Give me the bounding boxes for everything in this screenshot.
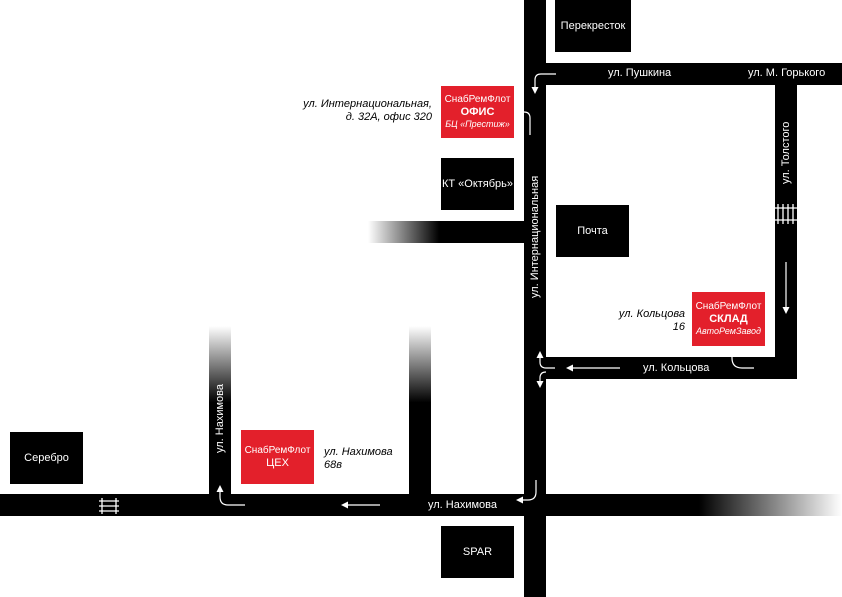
street-label-nakhimova-vertical: ул. Нахимова bbox=[214, 383, 226, 453]
workshop-address: ул. Нахимова 68в bbox=[324, 446, 393, 472]
office-brand: СнабРемФлот bbox=[444, 94, 511, 105]
poi-pochta: Почта bbox=[556, 205, 629, 257]
poi-spar: SPAR bbox=[441, 526, 514, 578]
internatsionalnaya-road bbox=[524, 0, 546, 597]
street-label-gorkogo: ул. М. Горького bbox=[748, 67, 826, 79]
street-label-koltsova: ул. Кольцова bbox=[643, 362, 710, 374]
koltsova-road bbox=[524, 357, 797, 379]
side-road-west bbox=[368, 221, 526, 243]
warehouse-type: СКЛАД bbox=[709, 313, 748, 325]
side-road-vertical bbox=[409, 326, 431, 496]
warehouse-address-line2: 16 bbox=[672, 321, 685, 333]
street-label-pushkina: ул. Пушкина bbox=[608, 67, 672, 79]
warehouse-sub: АвтоРемЗавод bbox=[696, 326, 761, 336]
street-label-nakhimova: ул. Нахимова bbox=[428, 499, 498, 511]
warehouse-marker[interactable]: СнабРемФлот СКЛАД АвтоРемЗавод bbox=[692, 292, 765, 346]
workshop-address-line2: 68в bbox=[324, 459, 342, 471]
nakhimova-road-east bbox=[524, 494, 842, 516]
nakhimova-road-vertical bbox=[209, 326, 231, 496]
workshop-brand: СнабРемФлот bbox=[244, 445, 311, 456]
warehouse-address-line1: ул. Кольцова bbox=[618, 308, 685, 320]
workshop-marker[interactable]: СнабРемФлот ЦЕХ bbox=[241, 430, 314, 484]
workshop-type: ЦЕХ bbox=[266, 457, 289, 469]
warehouse-brand: СнабРемФлот bbox=[695, 301, 762, 312]
poi-serebro: Серебро bbox=[10, 432, 83, 484]
office-type: ОФИС bbox=[460, 106, 495, 118]
pushkina-road bbox=[524, 63, 842, 85]
warehouse-address: ул. Кольцова 16 bbox=[590, 308, 685, 334]
office-address-line1: ул. Интернациональная, bbox=[303, 98, 432, 110]
office-address-line2: д. 32А, офис 320 bbox=[345, 111, 432, 123]
office-sub: БЦ «Престиж» bbox=[445, 119, 510, 129]
poi-perekrestok: Перекресток bbox=[555, 0, 631, 52]
office-address: ул. Интернациональная, д. 32А, офис 320 bbox=[280, 98, 432, 124]
poi-oktyabr: КТ «Октябрь» bbox=[441, 158, 514, 210]
office-marker[interactable]: СнабРемФлот ОФИС БЦ «Престиж» bbox=[441, 86, 514, 138]
street-label-tolstogo: ул. Толстого bbox=[780, 121, 792, 184]
tolstogo-road bbox=[775, 63, 797, 379]
street-label-internatsionalnaya: ул. Интернациональная bbox=[529, 175, 541, 298]
nakhimova-road-west bbox=[0, 494, 526, 516]
workshop-address-line1: ул. Нахимова bbox=[324, 446, 393, 458]
